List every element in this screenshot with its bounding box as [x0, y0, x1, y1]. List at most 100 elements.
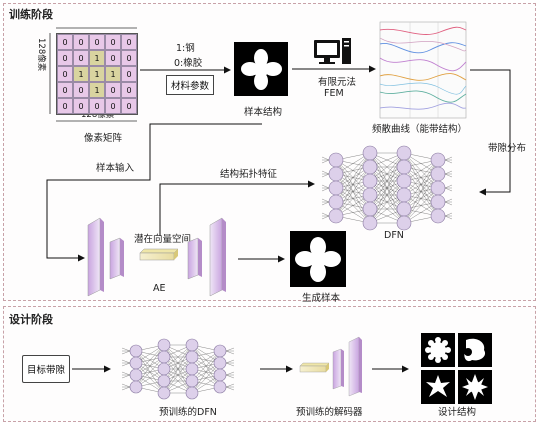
network-node	[129, 344, 143, 358]
network-node	[396, 201, 412, 217]
matrix-cell: 0	[57, 66, 73, 82]
pretrained-dfn-caption: 预训练的DFN	[159, 407, 217, 418]
network-node	[157, 374, 171, 388]
network-node	[213, 356, 227, 370]
network-node	[129, 380, 143, 394]
material-params-box: 材料参数	[166, 75, 214, 95]
network-edge	[191, 350, 221, 382]
matrix-cell: 0	[73, 34, 89, 50]
network-input-edge	[121, 359, 131, 364]
network-node	[430, 166, 446, 182]
network-node	[129, 368, 143, 382]
network-node	[328, 152, 344, 168]
network-node	[396, 173, 412, 189]
generated-sample-caption: 生成样本	[302, 293, 341, 304]
network-output-edge	[225, 374, 235, 379]
network-input-edge	[121, 347, 131, 352]
ae-encoder-layer-2	[109, 237, 121, 280]
network-input-edge	[321, 187, 330, 192]
network-node	[129, 356, 143, 370]
matrix-cell: 0	[57, 98, 73, 114]
network-input-edge	[121, 386, 131, 391]
arrow-topology-feature	[159, 180, 315, 236]
material-steel: 1:钢	[176, 43, 195, 54]
network-input-edge	[121, 383, 131, 388]
network-node	[362, 159, 378, 175]
dispersion-curve-plot	[379, 21, 467, 119]
network-node	[430, 208, 446, 224]
network-node	[328, 194, 344, 210]
network-input-edge	[121, 371, 131, 376]
matrix-cell: 0	[57, 34, 73, 50]
network-input-edge	[121, 374, 131, 379]
network-node	[157, 350, 171, 364]
sample-structure-caption: 样本结构	[244, 107, 283, 118]
network-edge	[403, 159, 439, 210]
network-output-edge	[225, 371, 235, 376]
network-output-edge	[444, 212, 453, 217]
sample-plus-shape	[241, 49, 282, 90]
computer-icon	[314, 38, 351, 64]
matrix-cell: 0	[57, 50, 73, 66]
network-edge	[335, 180, 371, 217]
network-node	[185, 386, 199, 400]
network-node	[430, 180, 446, 196]
network-node	[396, 159, 412, 175]
network-node	[362, 187, 378, 203]
pretrained-decoder-caption: 预训练的解码器	[296, 407, 363, 418]
network-output-edge	[225, 359, 235, 364]
network-output-edge	[444, 215, 453, 220]
matrix-cell: 0	[57, 82, 73, 98]
ae-decoder-layer-1	[187, 237, 199, 280]
matrix-cell: 1	[89, 82, 105, 98]
network-node	[430, 194, 446, 210]
network-node	[362, 173, 378, 189]
network-node	[157, 338, 171, 352]
ae-latent-bar	[139, 248, 179, 254]
dfn-network-training	[321, 145, 453, 231]
network-edge	[335, 166, 371, 217]
network-node	[185, 362, 199, 376]
matrix-cell: 1	[73, 66, 89, 82]
network-input-edge	[321, 170, 330, 175]
decoder-structure	[299, 336, 362, 397]
network-output-edge	[444, 187, 453, 192]
dfn-label: DFN	[384, 230, 404, 241]
network-node	[362, 215, 378, 231]
arrow-curve-to-dfn	[470, 69, 511, 196]
network-edge	[403, 173, 439, 224]
network-input-edge	[321, 156, 330, 161]
matrix-cell: 1	[105, 66, 121, 82]
latent-space-label: 潜在向量空间	[134, 234, 192, 245]
network-output-edge	[225, 350, 235, 355]
network-input-edge	[321, 201, 330, 206]
network-edge	[335, 152, 371, 203]
network-edge	[163, 344, 193, 382]
network-node	[396, 145, 412, 161]
matrix-cell: 0	[105, 82, 121, 98]
network-output-edge	[225, 383, 235, 388]
network-input-edge	[121, 362, 131, 367]
network-output-edge	[444, 173, 453, 178]
network-output-edge	[225, 347, 235, 352]
matrix-cell: 1	[89, 66, 105, 82]
matrix-cell: 0	[73, 50, 89, 66]
network-edge	[369, 152, 405, 210]
network-input-edge	[321, 173, 330, 178]
network-edge	[403, 159, 439, 196]
network-output-edge	[444, 159, 453, 164]
decoder-layer-1	[332, 348, 342, 390]
network-output-edge	[444, 170, 453, 175]
matrix-cell: 0	[105, 98, 121, 114]
network-edge	[135, 356, 165, 388]
topology-label: 结构拓扑特征	[220, 169, 278, 180]
matrix-cell: 0	[73, 82, 89, 98]
network-node	[396, 187, 412, 203]
matrix-cell: 0	[121, 66, 137, 82]
network-edge	[403, 187, 439, 224]
network-output-edge	[225, 386, 235, 391]
training-title: 训练阶段	[9, 8, 53, 21]
network-output-edge	[444, 184, 453, 189]
